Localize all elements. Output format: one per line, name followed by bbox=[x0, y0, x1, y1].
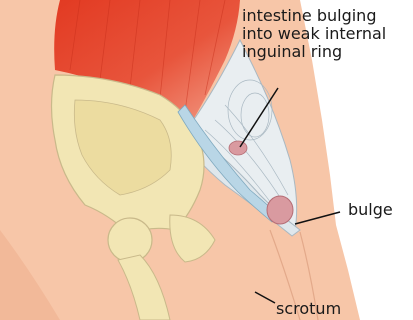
femur-head bbox=[108, 218, 152, 262]
label-bulge: bulge bbox=[348, 201, 393, 218]
hernia-bulge bbox=[267, 196, 293, 224]
label-intestine-line-3: inguinal ring bbox=[242, 43, 342, 60]
label-intestine-line-1: intestine bulging bbox=[242, 7, 376, 24]
label-intestine-line-2: into weak internal bbox=[242, 25, 386, 42]
internal-ring-bulge bbox=[229, 141, 247, 155]
label-scrotum: scrotum bbox=[276, 300, 341, 317]
